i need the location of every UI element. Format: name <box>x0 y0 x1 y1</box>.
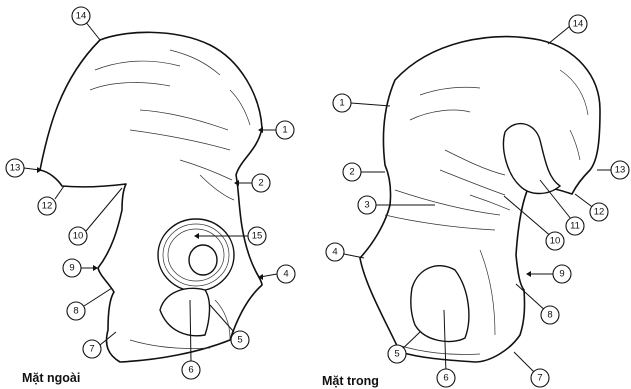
svg-text:5: 5 <box>237 335 242 346</box>
svg-text:13: 13 <box>10 163 21 174</box>
svg-text:2: 2 <box>349 167 354 178</box>
outer-label-9: 9 <box>63 259 81 277</box>
inner-label-14: 14 <box>569 15 587 33</box>
svg-text:1: 1 <box>282 125 287 136</box>
inner-label-4: 4 <box>326 243 344 261</box>
outer-label-1: 1 <box>276 121 294 139</box>
svg-text:10: 10 <box>550 236 561 247</box>
outer-label-13: 13 <box>6 159 24 177</box>
inner-label-7: 7 <box>531 369 549 387</box>
svg-text:6: 6 <box>443 373 448 384</box>
svg-text:4: 4 <box>332 247 337 258</box>
outer-label-14: 14 <box>72 7 90 25</box>
svg-text:2: 2 <box>258 178 263 189</box>
inner-label-10: 10 <box>546 232 564 250</box>
inner-label-6: 6 <box>437 369 455 387</box>
inner-label-3: 3 <box>358 196 376 214</box>
outer-label-8: 8 <box>67 302 85 320</box>
inner-label-8: 8 <box>541 306 559 324</box>
inner-label-13: 13 <box>611 161 629 179</box>
svg-text:12: 12 <box>594 207 605 218</box>
inner-label-2: 2 <box>343 163 361 181</box>
svg-text:10: 10 <box>73 231 84 242</box>
svg-text:9: 9 <box>559 269 564 280</box>
outer-label-4: 4 <box>277 265 295 283</box>
svg-text:14: 14 <box>573 19 584 30</box>
svg-text:5: 5 <box>394 349 399 360</box>
svg-text:15: 15 <box>252 231 263 242</box>
outer-label-10: 10 <box>69 227 87 245</box>
inner-label-9: 9 <box>553 265 571 283</box>
outer-label-2: 2 <box>252 174 270 192</box>
svg-text:11: 11 <box>570 221 580 232</box>
outer-label-15: 15 <box>248 227 266 245</box>
outer-label-5: 5 <box>231 331 249 349</box>
outer-label-12: 12 <box>38 197 56 215</box>
obturator-foramen-inner <box>411 266 469 342</box>
svg-text:12: 12 <box>42 201 53 212</box>
inner-label-5: 5 <box>388 345 406 363</box>
caption-inner: Mặt trong <box>322 374 379 388</box>
svg-text:7: 7 <box>89 344 94 355</box>
caption-outer: Mặt ngoài <box>22 371 80 385</box>
svg-text:1: 1 <box>339 98 344 109</box>
svg-text:3: 3 <box>364 200 369 211</box>
svg-text:14: 14 <box>76 11 87 22</box>
svg-text:6: 6 <box>188 365 193 376</box>
svg-text:9: 9 <box>69 263 74 274</box>
inner-label-12: 12 <box>590 203 608 221</box>
inner-label-11: 11 <box>566 217 584 235</box>
acetabulum <box>158 219 234 291</box>
svg-text:7: 7 <box>537 373 542 384</box>
svg-text:8: 8 <box>73 306 78 317</box>
outer-label-6: 6 <box>182 361 200 379</box>
svg-text:8: 8 <box>547 310 552 321</box>
svg-text:4: 4 <box>283 269 288 280</box>
inner-view-bone <box>360 37 600 362</box>
outer-label-7: 7 <box>83 340 101 358</box>
inner-label-1: 1 <box>333 94 351 112</box>
svg-text:13: 13 <box>615 165 626 176</box>
